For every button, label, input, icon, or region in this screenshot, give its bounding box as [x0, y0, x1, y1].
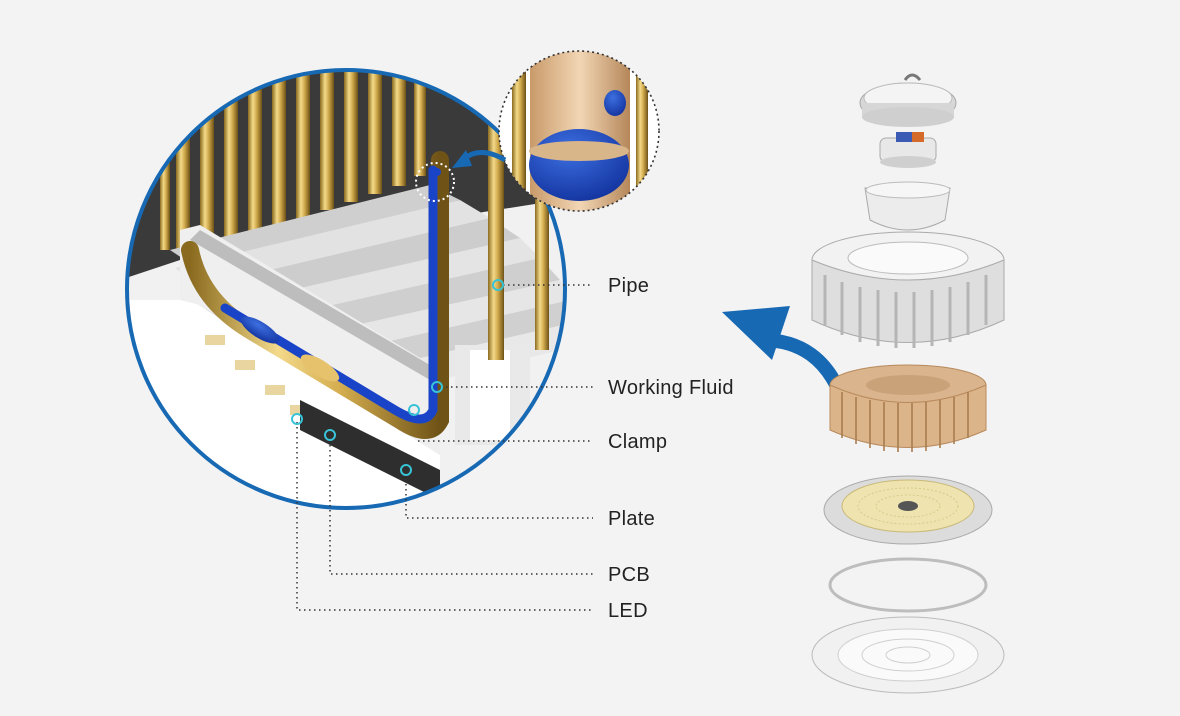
- marker-clamp: [408, 404, 420, 416]
- white-heatsink: [811, 231, 1005, 348]
- copper-heatpipe-ring: [829, 364, 987, 452]
- background-pipes: [160, 70, 426, 250]
- leader-lines: [296, 284, 593, 611]
- cutaway-circle-border: [125, 68, 567, 510]
- label-pipe: Pipe: [608, 275, 650, 297]
- marker-led: [291, 413, 303, 425]
- top-cap: [859, 73, 957, 127]
- label-working-fluid: Working Fluid: [608, 377, 734, 399]
- marker-pipe: [492, 279, 504, 291]
- cutaway-magnified-view: [125, 68, 567, 510]
- bracket: [864, 181, 951, 231]
- working-fluid-channel: [220, 165, 438, 424]
- label-plate: Plate: [608, 508, 656, 530]
- led-plate: [823, 475, 993, 545]
- lens-cover: [811, 616, 1005, 694]
- leader-led: [296, 422, 593, 611]
- marker-pcb: [324, 429, 336, 441]
- seal-ring: [828, 557, 988, 613]
- marker-working-fluid: [431, 381, 443, 393]
- exploded-fixture-view: [811, 73, 1005, 694]
- zoom-detail-view: [498, 50, 660, 212]
- label-pcb: PCB: [608, 564, 651, 586]
- callout-markers: [291, 279, 504, 476]
- marker-plate: [400, 464, 412, 476]
- driver-module: [879, 132, 937, 168]
- label-led: LED: [608, 600, 648, 622]
- zoom-arrow-icon: [452, 150, 507, 168]
- label-clamp: Clamp: [608, 431, 668, 453]
